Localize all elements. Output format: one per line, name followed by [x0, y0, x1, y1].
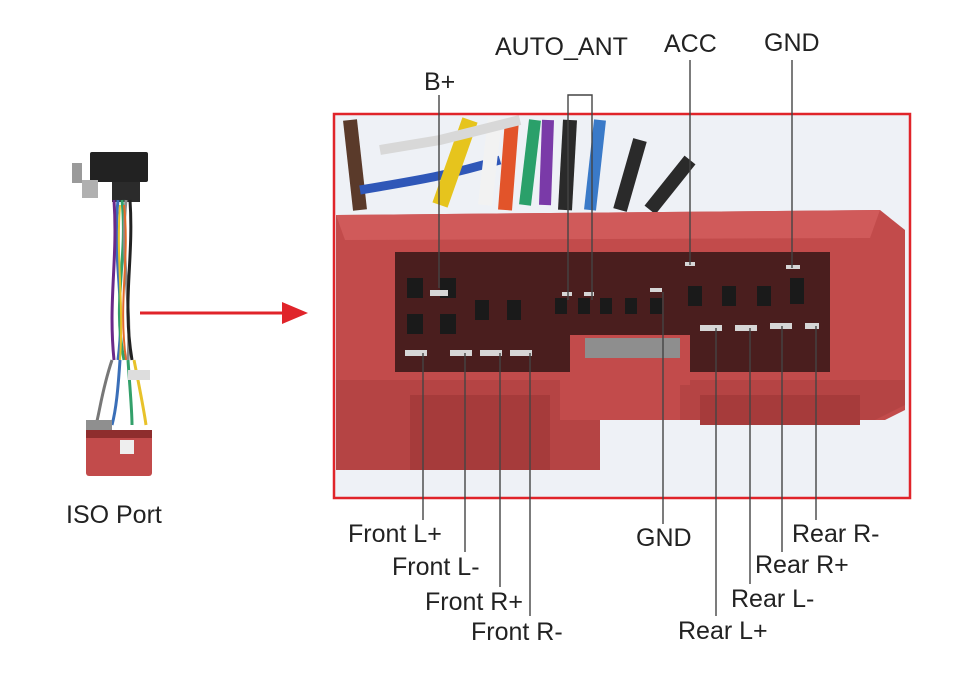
pin-label-rear-l-minus: Rear L-	[731, 585, 815, 613]
pin-label-b-plus: B+	[424, 68, 456, 96]
pin-label-rear-r-minus: Rear R-	[792, 520, 880, 548]
pin-label-front-l-plus: Front L+	[348, 520, 442, 548]
iso-port-label: ISO Port	[66, 501, 162, 529]
leader-auto-ant	[567, 94, 593, 300]
pin-label-front-r-plus: Front R+	[425, 588, 523, 616]
pin-label-front-r-minus: Front R-	[471, 618, 563, 646]
pointer-arrow	[140, 302, 308, 324]
pin-label-front-l-minus: Front L-	[392, 553, 480, 581]
pin-label-gnd-top: GND	[764, 29, 820, 57]
pin-label-gnd-bottom: GND	[636, 524, 692, 552]
detail-frame	[332, 112, 912, 500]
wiring-harness-image	[72, 152, 152, 476]
pin-label-acc: ACC	[664, 30, 717, 58]
pin-label-rear-r-plus: Rear R+	[755, 551, 849, 579]
leader-lines	[422, 60, 817, 616]
pin-label-rear-l-plus: Rear L+	[678, 617, 768, 645]
pin-label-auto-ant: AUTO_ANT	[495, 33, 628, 61]
connector-closeup-image	[334, 114, 910, 498]
